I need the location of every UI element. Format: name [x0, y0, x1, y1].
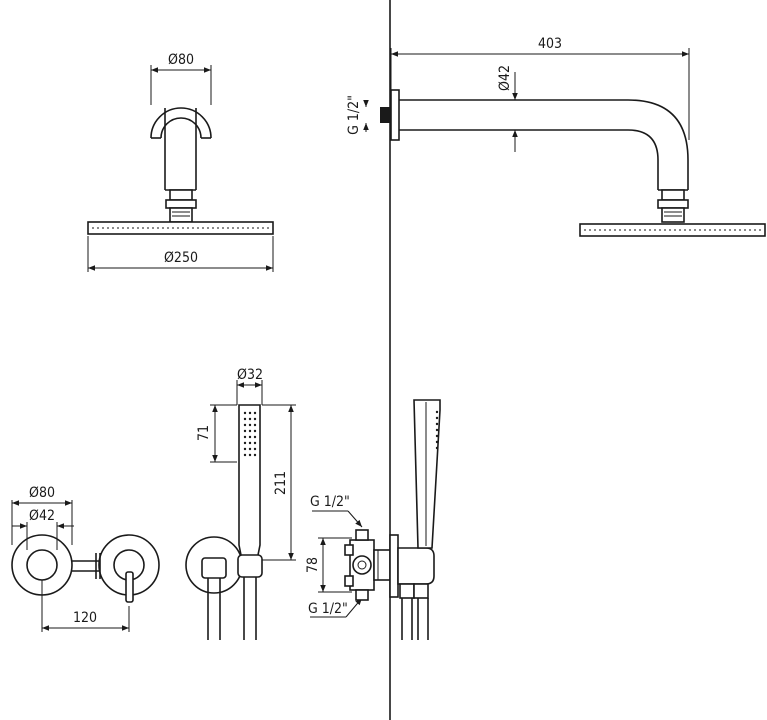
- mixer-plate-dia-label: Ø80: [29, 485, 55, 501]
- valve-thread-bottom-label: G 1/2": [308, 601, 348, 617]
- arm-thread-label: G 1/2": [346, 95, 362, 135]
- mixer-inner-dia-label: Ø42: [29, 508, 55, 524]
- mixer-spacing-label: 120: [73, 610, 97, 626]
- side-nozzle-dots: [435, 410, 439, 450]
- shower-arm-side-view: 403 Ø42 G 1/2": [346, 36, 766, 237]
- hand-shower-front-view: Ø32 71 211: [185, 367, 296, 640]
- arm-dia-label: Ø80: [168, 52, 194, 68]
- head-dia-label: Ø250: [164, 250, 198, 266]
- total-length-label: 211: [273, 471, 289, 495]
- valve-height-label: 78: [305, 557, 321, 573]
- valve-thread-top-label: G 1/2": [310, 494, 350, 510]
- pipe-dia-label: Ø42: [497, 65, 513, 91]
- handle-dia-label: Ø32: [237, 367, 263, 383]
- mixer-front-view: Ø80 Ø42 120: [11, 485, 160, 632]
- valve-side-view: G 1/2" 78 G 1/2": [305, 399, 441, 640]
- arm-length-label: 403: [538, 36, 562, 52]
- shower-head-front-view: Ø80 Ø250: [87, 52, 274, 272]
- head-length-label: 71: [196, 425, 212, 441]
- thread-stub: [380, 107, 391, 123]
- nozzle-dots: [243, 411, 257, 457]
